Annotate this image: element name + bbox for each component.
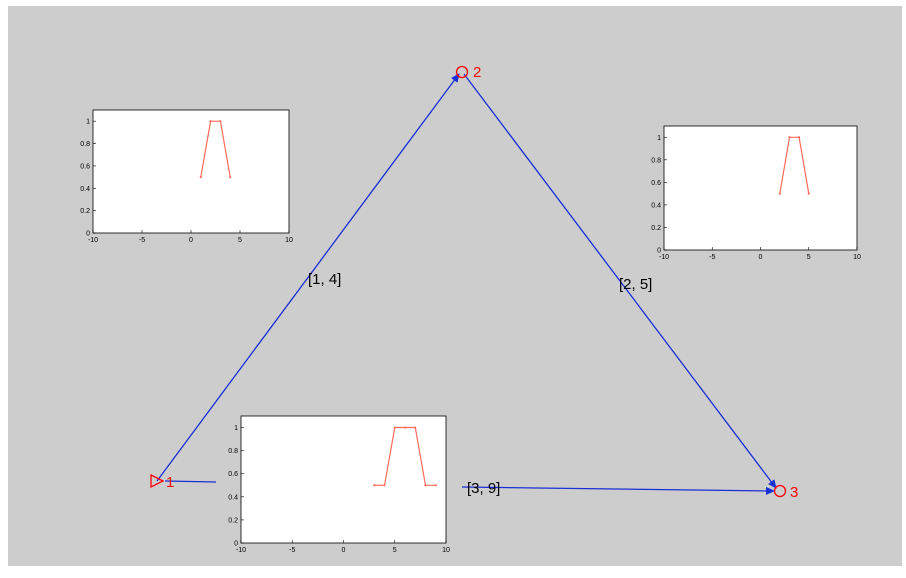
x-tick-label: 5 bbox=[393, 547, 397, 554]
circle-marker-icon bbox=[455, 65, 469, 79]
x-tick-label: -10 bbox=[659, 254, 669, 261]
x-tick-label: -5 bbox=[709, 254, 715, 261]
circle-marker-icon bbox=[773, 484, 787, 498]
y-tick-label: 1 bbox=[86, 119, 90, 126]
x-tick-label: -10 bbox=[236, 547, 246, 554]
x-tick-label: 5 bbox=[807, 254, 811, 261]
node-label: 2 bbox=[473, 64, 481, 81]
y-tick-label: 0.4 bbox=[228, 494, 238, 501]
series-line bbox=[779, 136, 810, 194]
x-tick-label: 10 bbox=[285, 237, 293, 244]
y-tick-label: 0.4 bbox=[651, 202, 661, 209]
y-tick-label: 0 bbox=[234, 541, 238, 548]
y-tick-label: 0.4 bbox=[80, 186, 90, 193]
x-tick-label: 10 bbox=[442, 547, 450, 554]
edge-plot-3-9: -10 -5 0 5 10 0 0.2 0.4 0.6 0.8 1 bbox=[228, 415, 450, 554]
y-tick-label: 0.8 bbox=[228, 448, 238, 455]
y-tick-label: 1 bbox=[234, 425, 238, 432]
edge-2-3 bbox=[463, 73, 777, 489]
data-point bbox=[209, 120, 212, 123]
x-tick-label: 10 bbox=[853, 254, 861, 261]
data-point bbox=[383, 484, 386, 487]
y-tick-label: 0 bbox=[86, 231, 90, 238]
data-point bbox=[788, 136, 791, 139]
node-label: 1 bbox=[166, 474, 174, 491]
y-tick-label: 0.2 bbox=[80, 208, 90, 215]
x-tick-label: 0 bbox=[759, 254, 763, 261]
plot-frame bbox=[240, 415, 447, 544]
y-tick-label: 0.2 bbox=[228, 517, 238, 524]
edge-line bbox=[156, 73, 460, 482]
edge-line bbox=[164, 480, 217, 483]
data-point bbox=[403, 426, 407, 429]
data-point bbox=[807, 192, 810, 195]
y-tick-label: 1 bbox=[657, 135, 661, 142]
y-tick-label: 0.6 bbox=[651, 180, 661, 187]
data-point bbox=[373, 484, 376, 487]
data-point bbox=[778, 192, 781, 195]
diagram-background bbox=[8, 6, 902, 566]
edge-1-2 bbox=[156, 73, 460, 482]
y-tick-label: 0.8 bbox=[80, 141, 90, 148]
node-3: 3 bbox=[773, 484, 798, 501]
y-tick-label: 0.2 bbox=[651, 225, 661, 232]
x-tick-label: -10 bbox=[88, 237, 98, 244]
data-point bbox=[434, 484, 437, 487]
data-point bbox=[199, 175, 202, 179]
node-2: 2 bbox=[455, 64, 481, 81]
y-tick-label: 0.6 bbox=[228, 471, 238, 478]
x-tick-label: -5 bbox=[289, 547, 295, 554]
y-tick-label: 0.8 bbox=[651, 157, 661, 164]
x-tick-label: -5 bbox=[139, 237, 145, 244]
node-1: 1 bbox=[150, 473, 174, 491]
plot-frame bbox=[92, 109, 290, 234]
edge-line bbox=[461, 486, 775, 495]
x-tick-label: 5 bbox=[238, 237, 242, 244]
data-point bbox=[414, 426, 417, 429]
x-tick-label: 0 bbox=[189, 237, 193, 244]
data-point bbox=[798, 136, 801, 139]
triangle-marker-icon bbox=[150, 473, 165, 489]
plot-frame bbox=[663, 125, 858, 251]
edge-label-2-3: [2, 5] bbox=[619, 276, 652, 293]
y-tick-label: 0 bbox=[657, 248, 661, 255]
edge-line bbox=[463, 73, 777, 489]
x-tick-label: 0 bbox=[342, 547, 346, 554]
edge-plot-2-5: -10 -5 0 5 10 0 0.2 0.4 0.6 0.8 1 bbox=[651, 125, 861, 261]
data-point bbox=[424, 484, 427, 487]
data-point bbox=[229, 175, 232, 179]
y-tick-label: 0.6 bbox=[80, 163, 90, 170]
data-point bbox=[219, 120, 222, 123]
edge-label-1-3: [3, 9] bbox=[467, 480, 500, 497]
node-label: 3 bbox=[790, 484, 798, 501]
edge-label-1-2: [1, 4] bbox=[308, 271, 341, 288]
edge-plot-1-4: -10 -5 0 5 10 0 0.2 0.4 0.6 0.8 1 bbox=[80, 109, 293, 244]
edge-1-3 bbox=[164, 480, 775, 495]
data-point bbox=[393, 426, 396, 429]
series-line bbox=[200, 120, 231, 178]
